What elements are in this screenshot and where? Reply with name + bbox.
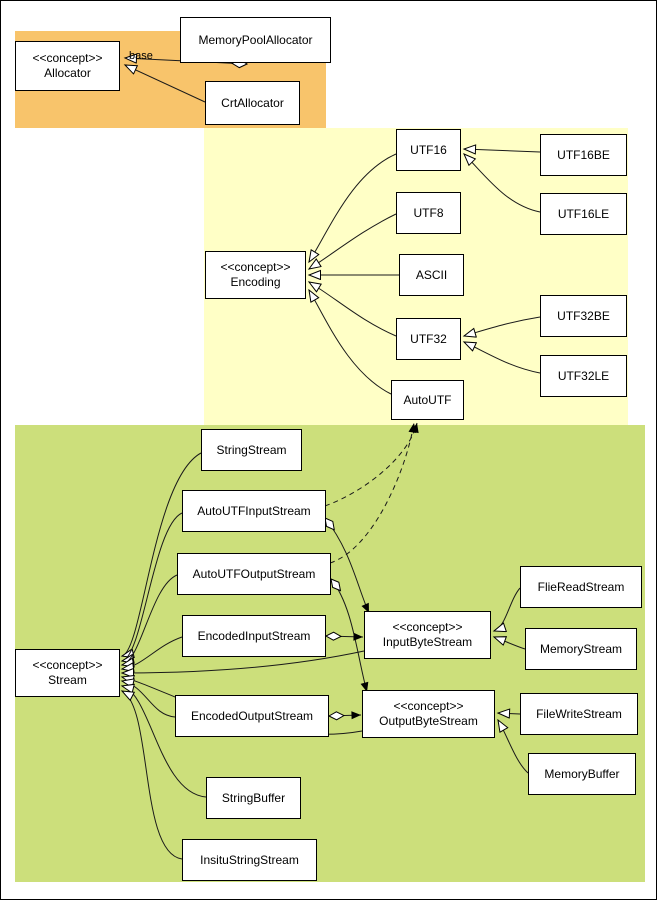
stereotype-label: <<concept>> bbox=[32, 51, 103, 65]
edge-label-base: base bbox=[129, 50, 153, 62]
node-ascii: ASCII bbox=[399, 254, 464, 296]
node-utf8: UTF8 bbox=[396, 192, 461, 234]
node-utf32le: UTF32LE bbox=[540, 355, 627, 397]
node-auto-utf-input-stream: AutoUTFInputStream bbox=[182, 490, 326, 532]
node-utf16le: UTF16LE bbox=[540, 193, 627, 235]
stereotype-label: <<concept>> bbox=[393, 699, 464, 713]
node-memory-buffer: MemoryBuffer bbox=[528, 753, 636, 795]
node-string-buffer: StringBuffer bbox=[206, 777, 301, 819]
node-encoding-concept: <<concept>> Encoding bbox=[205, 251, 306, 299]
node-crt-allocator: CrtAllocator bbox=[205, 81, 300, 125]
node-memory-stream: MemoryStream bbox=[525, 628, 637, 670]
node-flie-read-stream: FlieReadStream bbox=[520, 566, 642, 608]
node-utf16be: UTF16BE bbox=[540, 134, 627, 176]
stereotype-label: <<concept>> bbox=[392, 620, 463, 634]
node-utf32: UTF32 bbox=[396, 318, 461, 360]
node-auto-utf-output-stream: AutoUTFOutputStream bbox=[177, 553, 331, 595]
node-allocator-concept: <<concept>> Allocator bbox=[15, 41, 120, 91]
stereotype-label: <<concept>> bbox=[32, 658, 103, 672]
node-output-byte-stream-concept: <<concept>> OutputByteStream bbox=[362, 690, 495, 738]
node-utf16: UTF16 bbox=[396, 129, 461, 171]
node-encoded-input-stream: EncodedInputStream bbox=[182, 615, 326, 657]
stereotype-label: <<concept>> bbox=[220, 260, 291, 274]
node-string-stream: StringStream bbox=[201, 429, 302, 471]
node-insitu-string-stream: InsituStringStream bbox=[182, 839, 317, 881]
node-stream-concept: <<concept>> Stream bbox=[15, 649, 120, 697]
node-file-write-stream: FileWriteStream bbox=[520, 693, 638, 735]
node-auto-utf: AutoUTF bbox=[391, 380, 464, 420]
node-input-byte-stream-concept: <<concept>> InputByteStream bbox=[364, 611, 491, 659]
node-utf32be: UTF32BE bbox=[540, 295, 627, 337]
node-encoded-output-stream: EncodedOutputStream bbox=[175, 695, 329, 737]
node-memory-pool-allocator: MemoryPoolAllocator bbox=[180, 17, 331, 63]
